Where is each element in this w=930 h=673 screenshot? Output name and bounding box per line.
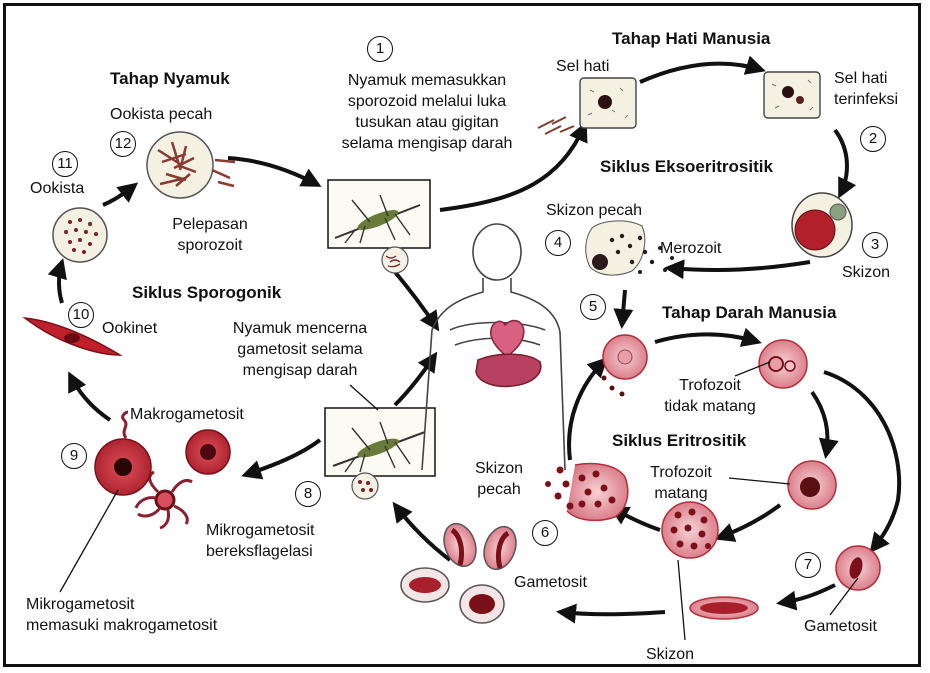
title-exoerythrocytic-cycle: Siklus Eksoeritrositik <box>600 156 773 177</box>
arrow-rbc-to-immature <box>655 335 758 343</box>
label-micro-enters-line1: Mikrogametosit <box>26 594 217 615</box>
label-merozoite: Merozoit <box>660 238 721 259</box>
arrow-immature-to-mature <box>812 392 827 455</box>
label-ruptured-blood-schizont: Skizon pecah <box>464 458 534 500</box>
label-sporozoite-release: Pelepasan sporozoit <box>150 214 270 256</box>
label-ingestion-line1: Nyamuk mencerna <box>210 318 390 339</box>
arrow-mosquito-to-body <box>395 272 437 328</box>
label-infected-line1: Sel hati <box>834 68 898 89</box>
step-7: 7 <box>795 552 821 578</box>
step-2: 2 <box>860 126 886 152</box>
step-6: 6 <box>532 520 558 546</box>
label-ingestion-line2: gametosit selama <box>210 339 390 360</box>
macrogametocyte-cell <box>186 430 230 474</box>
label-infected-line2: terinfeksi <box>834 89 898 110</box>
label-sporozoite-line1: Pelepasan <box>150 214 270 235</box>
arrow-mature-to-schizont <box>718 505 780 538</box>
label-micro-enters-macro: Mikrogametosit memasuki makrogametosit <box>26 594 217 636</box>
label-injection-line4: selama mengisap darah <box>316 133 538 154</box>
label-liver-schizont: Skizon <box>842 262 890 283</box>
mosquito-panel-bottom <box>325 408 435 499</box>
label-macrogametocyte: Makrogametosit <box>130 404 244 425</box>
step-11: 11 <box>52 151 78 177</box>
label-mature-trophozoite: Trofozoit matang <box>636 462 726 504</box>
arrow-merozoite-to-rbc <box>622 290 625 325</box>
arrow-ookinete-to-oocyst <box>59 262 62 303</box>
label-ruptured-blood-line2: pecah <box>464 479 534 500</box>
human-body <box>422 224 565 470</box>
label-injection: Nyamuk memasukkan sporozoid melalui luka… <box>316 70 538 154</box>
label-ookinete: Ookinet <box>102 318 157 339</box>
liver-schizont <box>792 193 852 257</box>
arrow-schizont-to-merozoite <box>668 262 810 270</box>
title-sporogonic-cycle: Siklus Sporogonik <box>132 282 281 303</box>
liver <box>476 354 541 386</box>
label-injection-line3: tusukan atau gigitan <box>316 112 538 133</box>
arrow-liver-to-infected <box>640 64 762 82</box>
heart <box>491 321 524 357</box>
step-8: 8 <box>295 481 321 507</box>
step-12: 12 <box>110 131 136 157</box>
sporozoites-entering <box>538 117 574 134</box>
title-blood-stage: Tahap Darah Manusia <box>662 302 836 323</box>
arrow-big-loop-right <box>824 372 899 550</box>
infected-liver-cell <box>764 72 820 118</box>
blood-schizont-cell <box>662 502 718 558</box>
label-exflagellated-microgametocyte: Mikrogametosit bereksflagelasi <box>206 520 314 562</box>
step-4: 4 <box>545 230 571 256</box>
gametocyte-crescent-bottom <box>690 597 758 619</box>
liver-cell <box>580 78 636 128</box>
label-ingestion: Nyamuk mencerna gametosit selama mengisa… <box>210 318 390 381</box>
title-erythrocytic-cycle: Siklus Eritrositik <box>612 430 746 451</box>
step-1: 1 <box>367 36 393 62</box>
arrow-gametocyte-to-bottom <box>780 585 835 603</box>
label-injection-line1: Nyamuk memasukkan <box>316 70 538 91</box>
label-sporozoite-line2: sporozoit <box>150 235 270 256</box>
arrow-infected-to-schizont <box>835 130 847 195</box>
label-immature-trophozoite: Trofozoit tidak matang <box>630 375 790 417</box>
label-ruptured-blood-line1: Skizon <box>464 458 534 479</box>
arrow-rupture-to-mosquito <box>228 158 318 185</box>
mature-trophozoite-cell <box>788 461 836 509</box>
title-liver-stage: Tahap Hati Manusia <box>612 28 770 49</box>
ruptured-oocyst <box>147 132 235 198</box>
label-ingestion-line3: mengisap darah <box>210 360 390 381</box>
label-micro-enters-line2: memasuki makrogametosit <box>26 615 217 636</box>
label-immature-line2: tidak matang <box>630 396 790 417</box>
label-oocyst: Ookista <box>30 178 84 199</box>
step-3: 3 <box>862 232 888 258</box>
title-mosquito-stage: Tahap Nyamuk <box>110 68 230 89</box>
step-10: 10 <box>68 302 94 328</box>
arrow-ruptured-to-rbc <box>569 360 605 460</box>
label-exflag-line1: Mikrogametosit <box>206 520 314 541</box>
label-gametocyte-right: Gametosit <box>804 616 877 637</box>
mosquito-panel-top <box>328 180 430 273</box>
label-immature-line1: Trofozoit <box>630 375 790 396</box>
label-ruptured-oocyst: Ookista pecah <box>110 104 212 125</box>
arrow-zygote-to-ookinete <box>70 375 110 420</box>
oocyst-cell <box>53 208 107 262</box>
label-gametocyte-bottom: Gametosit <box>514 572 587 593</box>
arrow-bottom-to-gametocyte-pair <box>560 612 665 614</box>
step-5: 5 <box>580 294 606 320</box>
label-blood-schizont: Skizon <box>646 644 694 665</box>
gametocyte-right-cell <box>836 546 880 590</box>
label-ruptured-liver-schizont: Skizon pecah <box>546 200 642 221</box>
label-liver-cell: Sel hati <box>556 56 609 77</box>
arrow-mosquito2-to-macro <box>245 440 320 475</box>
arrow-oocyst-to-rupture <box>103 185 135 205</box>
label-mature-line2: matang <box>636 483 726 504</box>
label-infected-liver-cell: Sel hati terinfeksi <box>834 68 898 110</box>
label-mature-line1: Trofozoit <box>636 462 726 483</box>
step-9: 9 <box>61 443 87 469</box>
arrow-gametocytes-to-mosquito2 <box>395 505 450 560</box>
label-exflag-line2: bereksflagelasi <box>206 541 314 562</box>
label-injection-line2: sporozoid melalui luka <box>316 91 538 112</box>
ruptured-blood-schizont <box>545 464 628 521</box>
